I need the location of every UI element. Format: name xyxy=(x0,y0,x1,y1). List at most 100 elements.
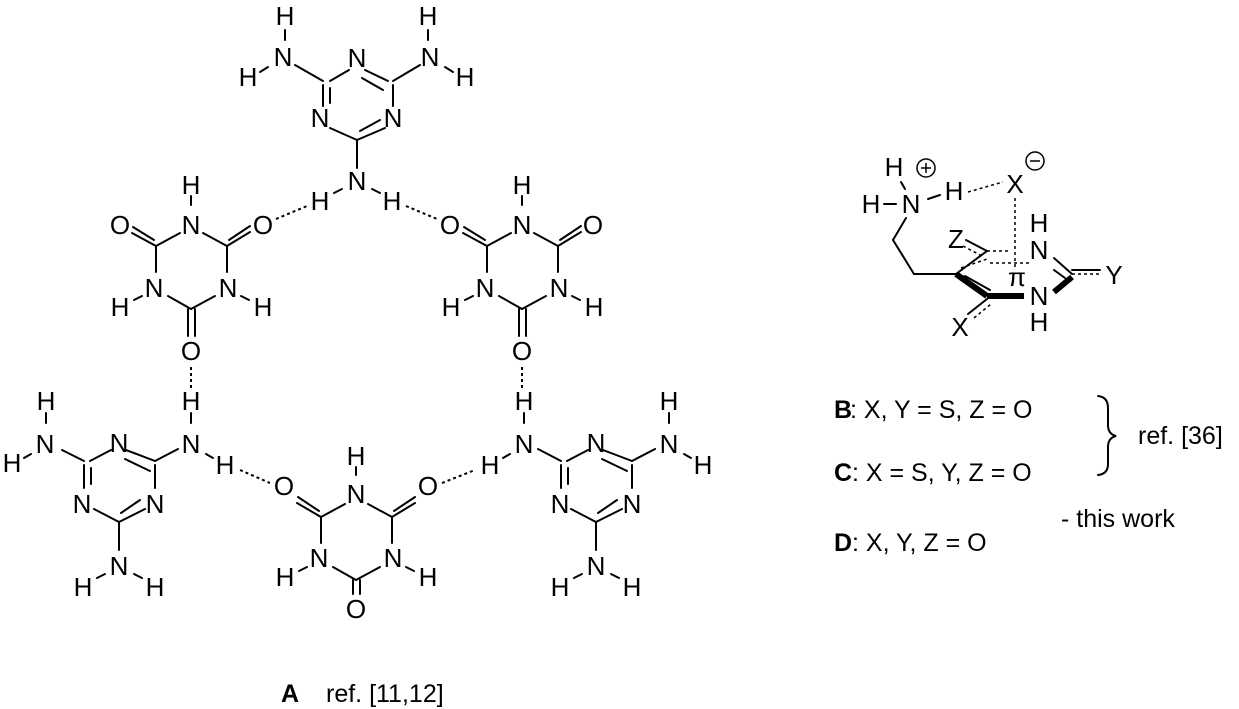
minus-charge-icon xyxy=(1025,151,1045,171)
atom-n: N xyxy=(145,273,164,303)
atom-h: H xyxy=(456,62,475,92)
atom-o: O xyxy=(181,336,201,366)
brace-reference: ref. [36] xyxy=(1138,422,1223,450)
atom-n: N xyxy=(311,103,330,133)
atom-n: N xyxy=(1030,281,1049,311)
atom-h: H xyxy=(945,176,964,206)
atom-h: H xyxy=(347,441,366,471)
this-work-label: - this work xyxy=(1061,505,1175,533)
melamine-bottom-left: H N H N N N H N H N H H xyxy=(3,386,235,602)
atom-h: H xyxy=(276,562,295,592)
atom-n: N xyxy=(182,429,201,459)
atom-z: Z xyxy=(948,224,964,254)
variant-id: B xyxy=(834,396,852,424)
atom-h: H xyxy=(216,450,235,480)
variant-id: D xyxy=(834,529,852,557)
atom-n: N xyxy=(110,551,129,581)
atom-h: H xyxy=(419,1,438,31)
atom-n: N xyxy=(36,429,55,459)
atom-o: O xyxy=(274,471,294,501)
atom-n: N xyxy=(476,273,495,303)
atom-h: H xyxy=(111,292,130,322)
atom-h: H xyxy=(419,562,438,592)
atom-h: H xyxy=(182,170,201,200)
atom-n: N xyxy=(1030,235,1049,265)
atom-h: H xyxy=(585,292,604,322)
atom-h: H xyxy=(74,572,93,602)
atom-h: H xyxy=(239,62,258,92)
atom-h: H xyxy=(146,572,165,602)
atom-n: N xyxy=(110,428,129,458)
atom-n: N xyxy=(384,103,403,133)
atom-n: N xyxy=(146,489,165,519)
atom-n: N xyxy=(587,551,606,581)
atom-h: H xyxy=(885,152,904,182)
atom-n: N xyxy=(421,42,440,72)
atom-n: N xyxy=(348,166,367,196)
atom-h: H xyxy=(660,386,679,416)
cyanuric-acid-left: H N O O N H N H O xyxy=(110,170,273,366)
variant-c: C : X = S, Y, Z = O xyxy=(834,459,1032,487)
atom-x: X xyxy=(951,312,968,342)
plus-charge-icon xyxy=(916,158,936,178)
variant-formula: : X = S, Y, Z = O xyxy=(852,459,1032,487)
hydrogen-bond xyxy=(441,469,476,484)
atom-o: O xyxy=(583,210,603,240)
pi-symbol: π xyxy=(1008,262,1026,292)
brace-icon xyxy=(1097,395,1117,476)
atom-n: N xyxy=(274,42,293,72)
atom-h: H xyxy=(623,572,642,602)
atom-h: H xyxy=(254,292,273,322)
cyanuric-acid-bottom: H N O O N H N H O xyxy=(274,441,438,624)
structure-a-reference: ref. [11,12] xyxy=(326,680,444,708)
atom-h: H xyxy=(513,170,532,200)
atom-h: H xyxy=(862,189,881,219)
atom-o: O xyxy=(253,210,273,240)
atom-o: O xyxy=(346,594,366,624)
atom-h: H xyxy=(3,448,22,478)
variant-id: C xyxy=(834,459,852,487)
melamine-bottom-right: H N H N N N H N H N H H xyxy=(481,386,713,602)
hydrogen-bond xyxy=(239,469,271,484)
atom-h: H xyxy=(37,386,56,416)
atom-h: H xyxy=(515,386,534,416)
atom-n: N xyxy=(513,210,532,240)
atom-h: H xyxy=(694,450,713,480)
variant-b: B : X, Y = S, Z = O xyxy=(834,396,1033,424)
atom-y: Y xyxy=(1105,260,1122,290)
atom-n: N xyxy=(902,189,921,219)
atom-h: H xyxy=(551,572,570,602)
structure-bcd: H H N H X Z X xyxy=(834,151,1223,557)
atom-n: N xyxy=(310,543,329,573)
atom-o: O xyxy=(418,471,438,501)
atom-h: H xyxy=(1030,307,1049,337)
atom-n: N xyxy=(182,210,201,240)
atom-h: H xyxy=(276,1,295,31)
variant-d: D : X, Y, Z = O xyxy=(834,529,987,557)
atom-n: N xyxy=(587,428,606,458)
atom-n: N xyxy=(550,273,569,303)
atom-h: H xyxy=(481,450,500,480)
atom-o: O xyxy=(440,210,460,240)
atom-n: N xyxy=(348,43,367,73)
atom-n: N xyxy=(623,489,642,519)
atom-n: N xyxy=(660,429,679,459)
atom-h: H xyxy=(383,186,402,216)
atom-n: N xyxy=(515,429,534,459)
hydrogen-bond xyxy=(275,205,308,220)
atom-n: N xyxy=(384,543,403,573)
cyanuric-acid-right: H N O O N H N H O xyxy=(440,170,604,366)
atom-o: O xyxy=(110,210,130,240)
atom-o: O xyxy=(512,336,532,366)
structure-a-label: A xyxy=(281,680,299,708)
variant-formula: : X, Y, Z = O xyxy=(852,529,987,557)
atom-x-anion: X xyxy=(1006,169,1023,199)
atom-n: N xyxy=(219,273,238,303)
atom-h: H xyxy=(1030,208,1049,238)
melamine-top: N N N N H H N H H N H H xyxy=(239,1,475,216)
atom-n: N xyxy=(73,489,92,519)
atom-n: N xyxy=(347,479,366,509)
atom-h: H xyxy=(311,186,330,216)
atom-n: N xyxy=(551,489,570,519)
